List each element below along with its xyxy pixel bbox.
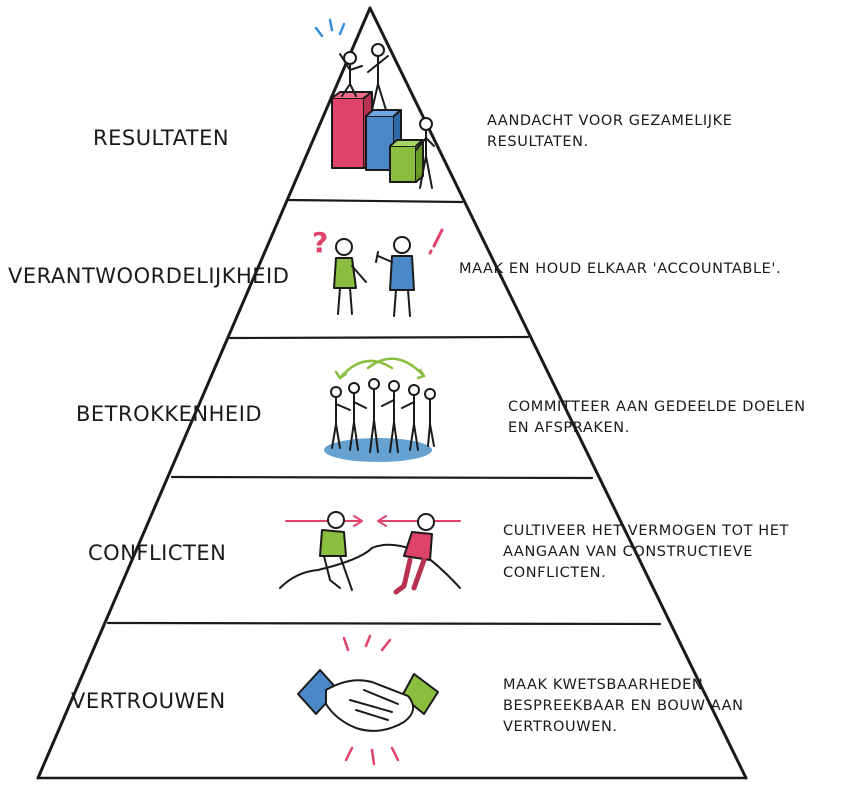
description-line: EN AFSPRAKEN. xyxy=(508,420,630,436)
description-line: CONFLICTEN. xyxy=(503,565,607,581)
level-description-verantwoordelijkheid: MAAK EN HOUD ELKAAR 'ACCOUNTABLE'. xyxy=(459,259,781,280)
description-line: MAAK EN HOUD ELKAAR 'ACCOUNTABLE'. xyxy=(459,261,782,277)
description-line: RESULTATEN. xyxy=(487,134,589,150)
svg-text:?: ? xyxy=(312,226,328,259)
description-line: COMMITTEER AAN GEDEELDE DOELEN xyxy=(508,399,806,415)
description-line: CULTIVEER HET VERMOGEN TOT HET xyxy=(503,523,790,539)
description-line: AANDACHT VOOR GEZAMELIJKE xyxy=(487,113,733,129)
level-label-conflicten: CONFLICTEN xyxy=(88,541,227,565)
team-circle-icon xyxy=(324,357,436,462)
description-line: MAAK KWETSBAARHEDEN xyxy=(503,677,704,693)
level-description-vertrouwen: MAAK KWETSBAARHEDEN BESPREEKBAAR EN BOUW… xyxy=(503,675,744,738)
level-label-verantwoordelijkheid: VERANTWOORDELIJKHEID xyxy=(8,264,290,288)
podium-icon xyxy=(314,18,435,189)
level-label-resultaten: RESULTATEN xyxy=(93,126,230,150)
description-line: AANGAAN VAN CONSTRUCTIEVE xyxy=(503,544,754,560)
description-line: BESPREEKBAAR EN BOUW AAN xyxy=(503,698,744,714)
level-label-betrokkenheid: BETROKKENHEID xyxy=(76,402,263,426)
level-description-resultaten: AANDACHT VOOR GEZAMELIJKE RESULTATEN. xyxy=(487,111,733,153)
description-line: VERTROUWEN. xyxy=(503,719,618,735)
discussion-icon: ? xyxy=(312,226,444,317)
level-description-betrokkenheid: COMMITTEER AAN GEDEELDE DOELEN EN AFSPRA… xyxy=(508,397,806,439)
handshake-icon xyxy=(297,634,439,766)
tug-of-war-icon xyxy=(279,511,461,595)
level-label-vertrouwen: VERTROUWEN xyxy=(71,689,226,713)
pyramid-outline xyxy=(36,6,748,780)
level-description-conflicten: CULTIVEER HET VERMOGEN TOT HET AANGAAN V… xyxy=(503,521,789,584)
